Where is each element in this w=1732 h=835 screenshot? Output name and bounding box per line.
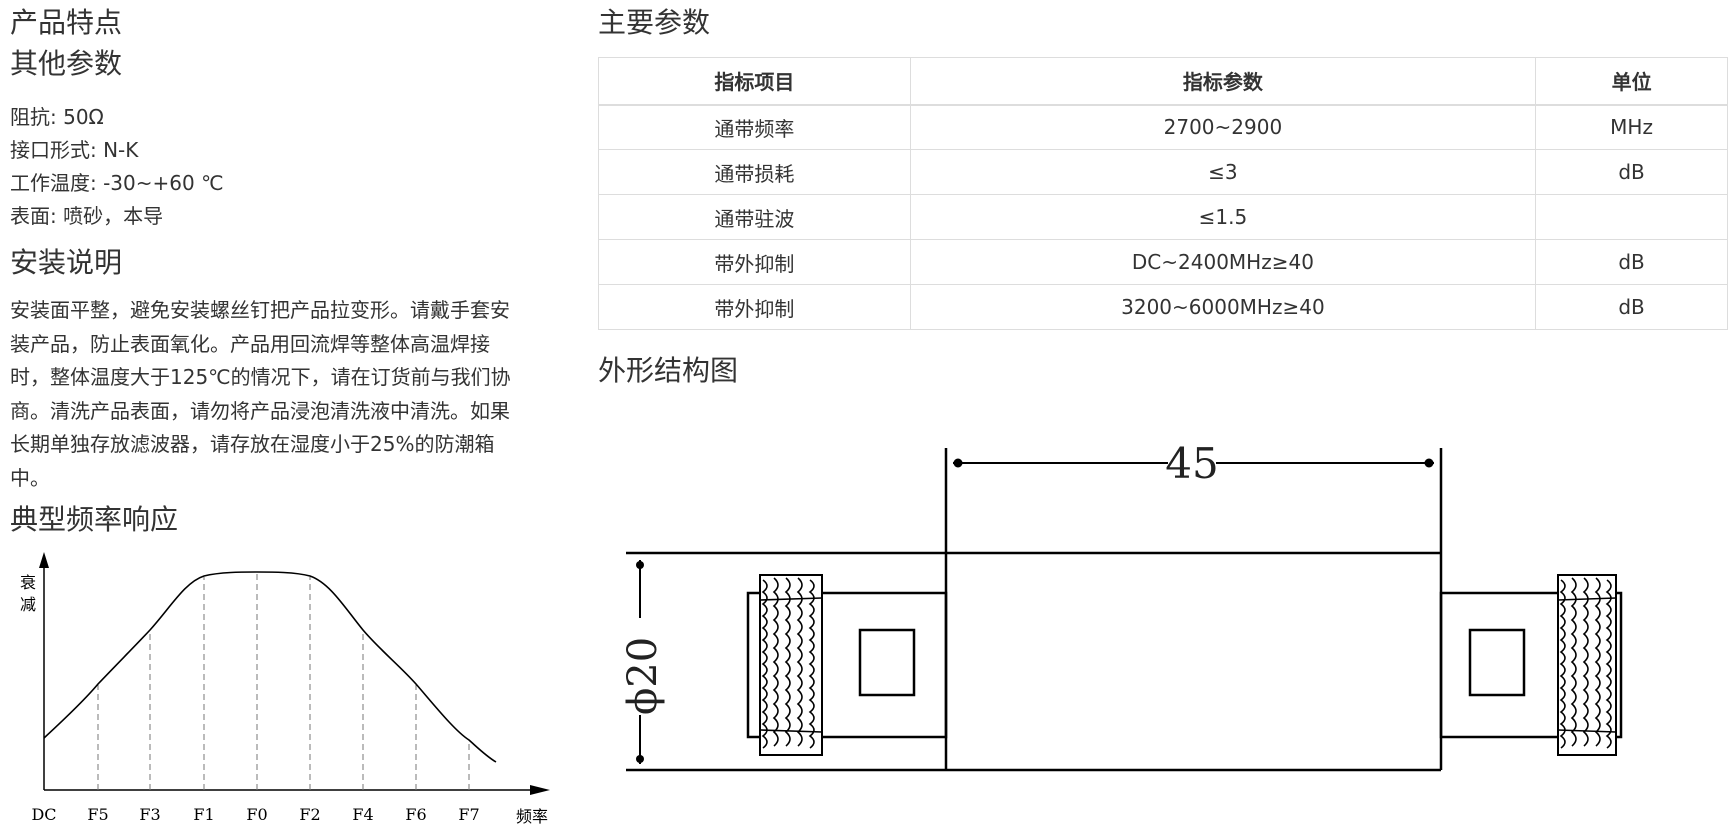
x-axis-label: 频率	[516, 807, 548, 826]
table-row: 通带频率 2700~2900 MHz	[598, 104, 1728, 150]
cell-value: ≤3	[909, 149, 1537, 195]
install-line: 中。	[10, 465, 50, 490]
right-connector-window	[1468, 628, 1526, 697]
cell-value: DC~2400MHz≥40	[909, 239, 1537, 285]
other-params-list: 阻抗: 50Ω 接口形式: N-K 工作温度: -30~+60 ℃ 表面: 喷砂…	[10, 101, 224, 233]
frequency-response-chart: 衰 减 DC F5 F3 F1 F0 F2 F4 F6 F7 频率	[20, 552, 550, 826]
features-title: 产品特点	[10, 6, 123, 39]
other-params-title: 其他参数	[10, 47, 123, 80]
install-line: 装产品，防止表面氧化。产品用回流焊等整体高温焊接	[10, 331, 490, 356]
table-header-row: 指标项目 指标参数 单位	[598, 57, 1728, 106]
tick-label-f7: F7	[458, 805, 479, 824]
param-surface: 表面: 喷砂，本导	[10, 204, 164, 228]
left-thread	[759, 574, 823, 756]
tick-label-dc: DC	[31, 805, 56, 824]
install-line: 长期单独存放滤波器，请存放在湿度小于25%的防潮箱	[10, 432, 495, 456]
tick-label-f3: F3	[139, 805, 160, 824]
cell-item: 通带损耗	[598, 149, 911, 195]
main-params-table: 指标项目 指标参数 单位 通带频率 2700~2900 MHz 通带损耗 ≤3 …	[598, 57, 1728, 330]
left-connector-window	[858, 628, 916, 697]
cell-unit: dB	[1535, 284, 1728, 330]
cell-unit: MHz	[1535, 104, 1728, 150]
tick-label-f1: F1	[193, 805, 214, 824]
y-axis-label-2: 减	[20, 595, 36, 614]
table-row: 通带驻波 ≤1.5	[598, 194, 1728, 240]
main-params-title: 主要参数	[598, 6, 711, 39]
tick-label-f6: F6	[405, 805, 426, 824]
y-axis-label-1: 衰	[20, 573, 36, 592]
cell-unit: dB	[1535, 149, 1728, 195]
x-axis-arrow	[530, 785, 550, 795]
tick-label-f2: F2	[299, 805, 320, 824]
cell-value: ≤1.5	[909, 194, 1537, 240]
install-line: 商。清洗产品表面，请勿将产品浸泡清洗液中清洗。如果	[10, 398, 510, 423]
install-title: 安装说明	[10, 246, 123, 279]
diameter-label: ϕ20	[620, 637, 666, 715]
install-line: 时，整体温度大于125℃的情况下，请在订货前与我们协	[10, 365, 511, 389]
table-row: 通带损耗 ≤3 dB	[598, 149, 1728, 195]
cell-unit: dB	[1535, 239, 1728, 285]
tick-label-f5: F5	[87, 805, 108, 824]
table-row: 带外抑制 DC~2400MHz≥40 dB	[598, 239, 1728, 285]
tick-label-f0: F0	[246, 805, 267, 824]
response-curve	[43, 571, 497, 763]
cell-unit	[1535, 194, 1728, 240]
header-unit: 单位	[1535, 57, 1728, 106]
guide-lines	[97, 572, 470, 790]
y-axis-arrow	[39, 552, 49, 568]
tick-label-f4: F4	[352, 805, 373, 824]
dim-arrow-right	[1424, 458, 1434, 468]
left-connector-body	[746, 591, 948, 739]
cell-item: 带外抑制	[598, 284, 911, 330]
outline-title: 外形结构图	[598, 354, 739, 387]
param-impedance: 阻抗: 50Ω	[10, 105, 104, 129]
table-row: 带外抑制 3200~6000MHz≥40 dB	[598, 284, 1728, 330]
header-item: 指标项目	[598, 57, 911, 106]
dim-dia-bottom	[636, 755, 644, 763]
right-thread	[1557, 574, 1617, 756]
dim-arrow-left	[953, 458, 963, 468]
dim-dia-top	[636, 561, 644, 569]
outline-drawing: 45 ϕ20	[620, 439, 1623, 772]
cell-item: 带外抑制	[598, 239, 911, 285]
response-title: 典型频率响应	[10, 503, 179, 536]
length-label: 45	[1165, 439, 1218, 488]
install-paragraph: 安装面平整，避免安装螺丝钉把产品拉变形。请戴手套安 装产品，防止表面氧化。产品用…	[10, 294, 545, 495]
cell-item: 通带驻波	[598, 194, 911, 240]
cell-value: 3200~6000MHz≥40	[909, 284, 1537, 330]
header-value: 指标参数	[909, 57, 1537, 106]
right-connector-body	[1439, 591, 1623, 739]
param-temperature: 工作温度: -30~+60 ℃	[10, 171, 224, 195]
cell-item: 通带频率	[598, 104, 911, 150]
param-connector: 接口形式: N-K	[10, 138, 139, 162]
install-line: 安装面平整，避免安装螺丝钉把产品拉变形。请戴手套安	[10, 298, 510, 322]
cell-value: 2700~2900	[909, 104, 1537, 150]
